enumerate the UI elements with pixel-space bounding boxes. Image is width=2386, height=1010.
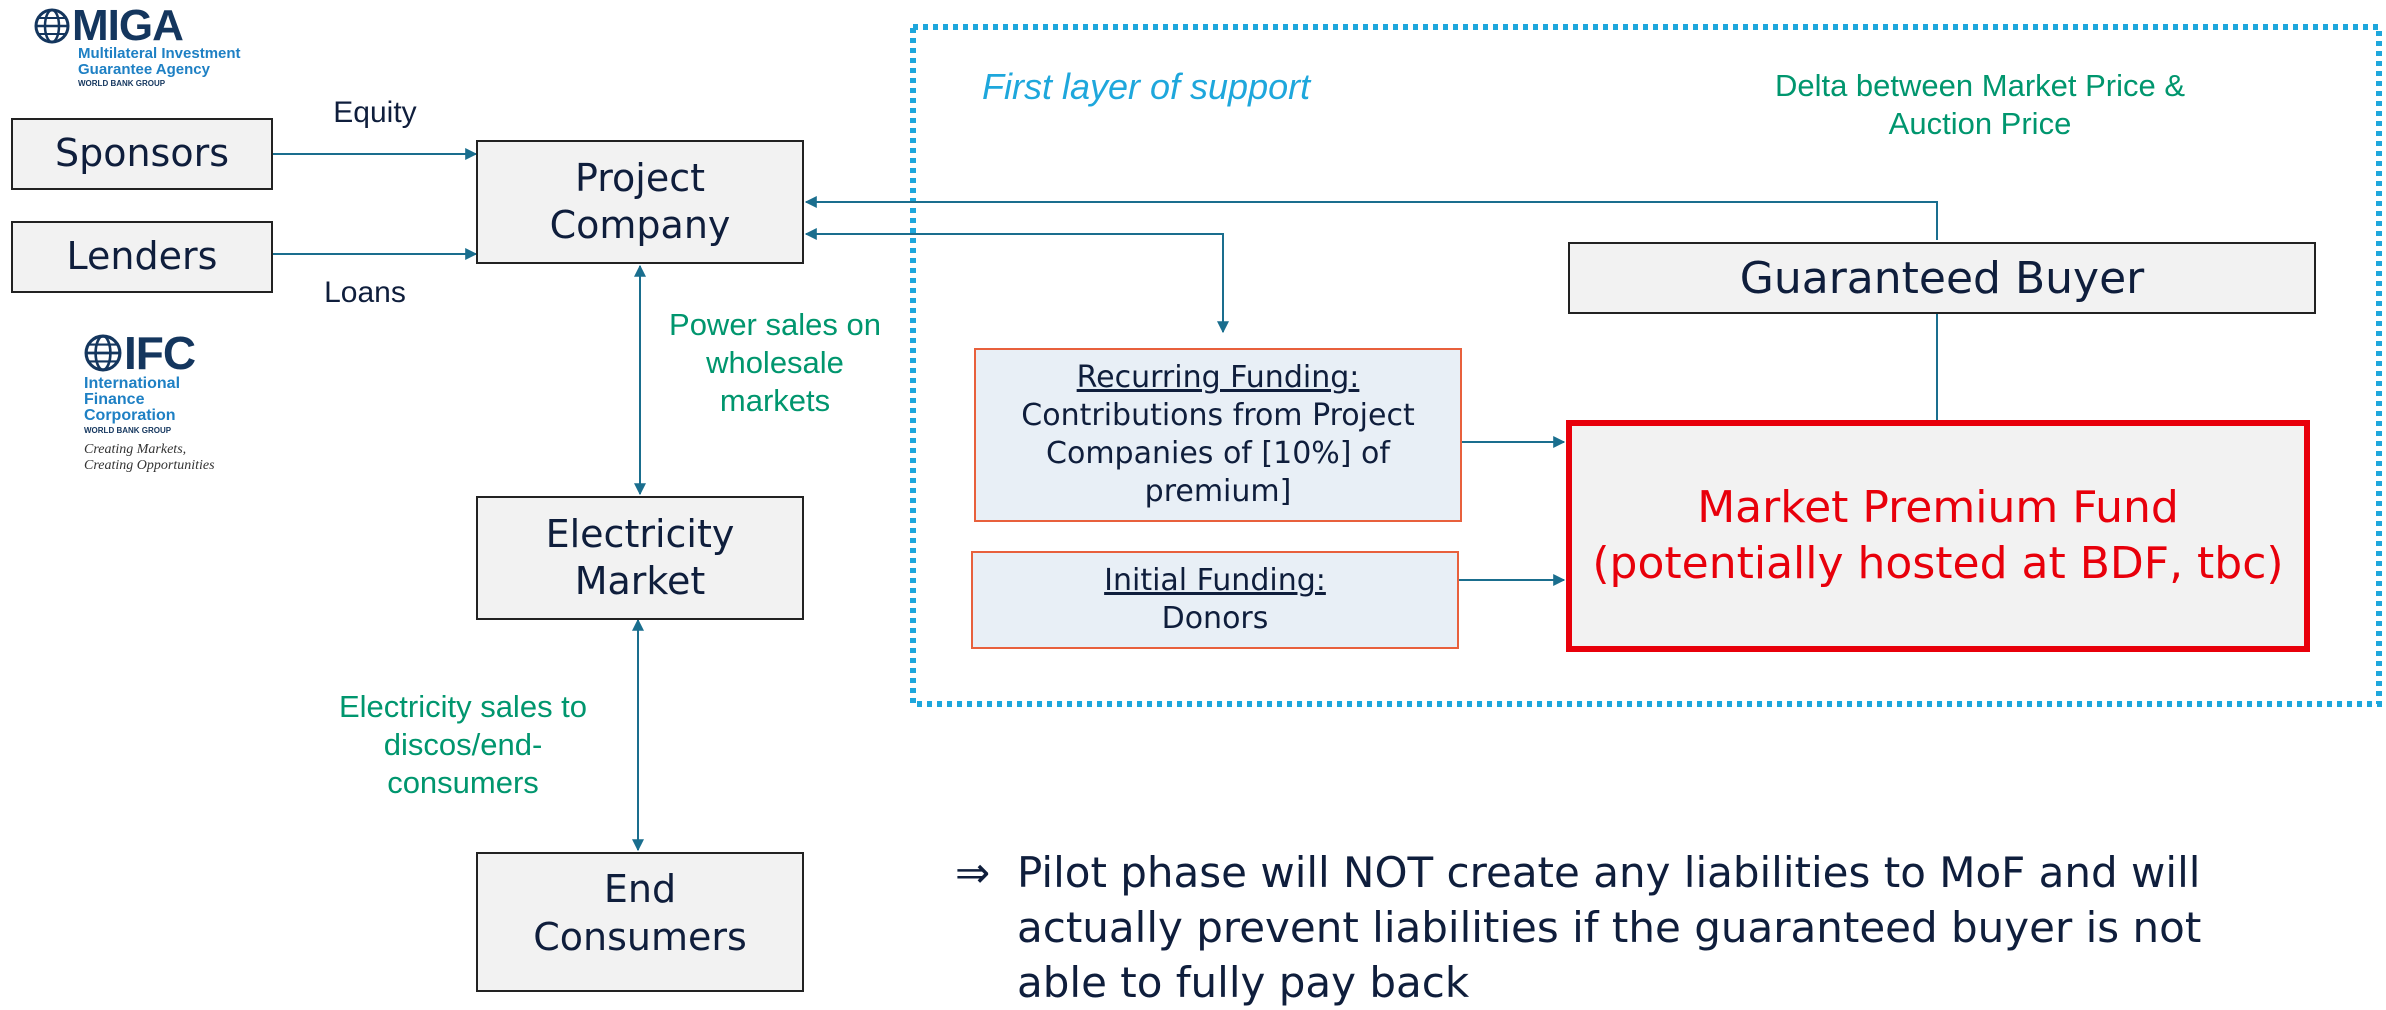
pilot-note-line2: actually prevent liabilities if the guar…: [1017, 903, 2202, 952]
miga-line1: Multilateral Investment: [78, 45, 241, 62]
sponsors-label: Sponsors: [54, 131, 230, 176]
power-sales-line1: Power sales on: [669, 307, 881, 342]
ifc-line2: Finance: [84, 391, 145, 408]
recurring-funding-line1: Contributions from Project: [1021, 398, 1415, 433]
ifc-line1: International: [84, 375, 181, 392]
recurring-funding-node: Recurring Funding: Contributions from Pr…: [974, 348, 1462, 522]
market-premium-fund-node: Market Premium Fund (potentially hosted …: [1566, 420, 2310, 652]
ifc-wordmark: IFC: [124, 327, 196, 379]
recurring-funding-line3: premium]: [1144, 474, 1292, 509]
power-sales-label: Power sales on wholesale markets: [650, 306, 900, 420]
globe-icon: [84, 334, 122, 372]
miga-group: WORLD BANK GROUP: [78, 79, 166, 88]
electricity-market-line1: Electricity: [545, 511, 735, 556]
equity-label: Equity: [333, 96, 417, 129]
guaranteed-buyer-label: Guaranteed Buyer: [1739, 252, 2145, 304]
pilot-note-line3: able to fully pay back: [1017, 958, 1470, 1007]
ifc-tagline2: Creating Opportunities: [84, 458, 215, 473]
electricity-market-node: Electricity Market: [476, 496, 804, 620]
ifc-logo: IFC International Finance Corporation WO…: [84, 330, 284, 474]
project-company-line1: Project: [574, 155, 705, 200]
delta-label: Delta between Market Price & Auction Pri…: [1720, 67, 2240, 143]
power-sales-line2: wholesale: [706, 345, 844, 380]
ifc-group: WORLD BANK GROUP: [84, 426, 172, 435]
contribution-arrow: [804, 228, 1229, 334]
support-region-border: [910, 24, 2382, 707]
recurring-funding-title: Recurring Funding:: [1076, 360, 1360, 395]
end-consumers-line2: Consumers: [533, 914, 747, 959]
project-company-node: Project Company: [476, 140, 804, 264]
project-company-line2: Company: [549, 203, 731, 247]
sponsors-node: Sponsors: [11, 118, 273, 190]
miga-line2: Guarantee Agency: [78, 61, 210, 78]
initial-funding-node: Initial Funding: Donors: [971, 551, 1459, 649]
guaranteed-buyer-node: Guaranteed Buyer: [1568, 242, 2316, 314]
ifc-line3: Corporation: [84, 407, 176, 424]
initial-funding-line1: Donors: [1161, 601, 1269, 636]
electricity-market-line2: Market: [574, 559, 706, 603]
electricity-sales-label: Electricity sales to discos/end- consume…: [318, 688, 608, 802]
lenders-node: Lenders: [11, 221, 273, 293]
delta-line2: Auction Price: [1888, 106, 2072, 141]
lenders-label: Lenders: [66, 234, 218, 279]
recurring-funding-line2: Companies of [10%] of: [1046, 436, 1390, 471]
delta-arrow: [804, 196, 1938, 240]
end-consumers-line1: End: [603, 867, 677, 911]
end-consumers-node: End Consumers: [476, 852, 804, 992]
support-title: First layer of support: [982, 66, 1311, 107]
market-premium-fund-line2: (potentially hosted at BDF, tbc): [1592, 538, 2284, 589]
implies-arrow-icon: ⇒: [955, 848, 991, 897]
power-sales-line3: markets: [719, 383, 831, 418]
market-premium-fund-line1: Market Premium Fund: [1697, 482, 2179, 533]
pilot-note: ⇒ Pilot phase will NOT create any liabil…: [955, 845, 2375, 1010]
connector-arrows: [272, 24, 2382, 852]
pilot-note-line1: Pilot phase will NOT create any liabilit…: [1017, 848, 2201, 897]
loans-label: Loans: [324, 276, 406, 309]
ifc-tagline1: Creating Markets,: [84, 442, 187, 457]
miga-wordmark: MIGA: [72, 1, 184, 50]
electricity-sales-line1: Electricity sales to: [338, 689, 588, 724]
electricity-sales-line3: consumers: [387, 765, 539, 800]
miga-logo: MIGA Multilateral Investment Guarantee A…: [34, 4, 264, 90]
initial-funding-title: Initial Funding:: [1104, 563, 1326, 598]
delta-line1: Delta between Market Price &: [1774, 68, 2186, 103]
electricity-sales-line2: discos/end-: [383, 727, 543, 762]
globe-icon: [34, 8, 70, 44]
